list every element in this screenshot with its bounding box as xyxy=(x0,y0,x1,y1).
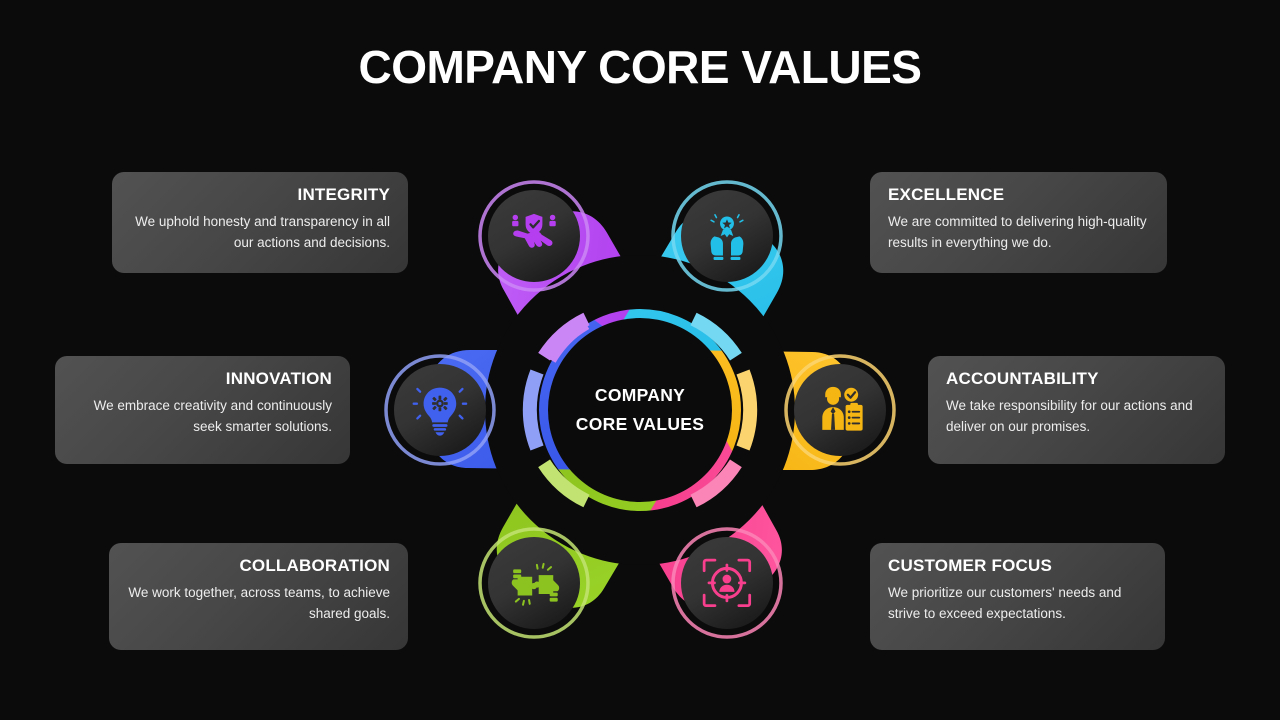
lightbulb-gear-icon xyxy=(412,387,468,436)
core-values-wheel-diagram xyxy=(374,162,906,658)
icon-badge-accountability xyxy=(784,354,896,466)
value-card-title: EXCELLENCE xyxy=(888,185,1005,204)
ring-arc-excellence xyxy=(690,312,742,361)
icon-badge-collaboration xyxy=(478,527,590,639)
badge-ring-innovation xyxy=(384,354,496,466)
handshake-shield-icon xyxy=(512,213,556,248)
page-title: COMPANY CORE VALUES xyxy=(358,41,922,93)
badge-ring-accountability xyxy=(784,354,896,466)
badge-disc-collaboration xyxy=(488,537,580,629)
hands-puzzle-icon xyxy=(511,562,560,606)
person-clipboard-check-icon xyxy=(822,386,863,431)
icon-badge-integrity xyxy=(478,180,590,292)
value-card-title: CUSTOMER FOCUS xyxy=(888,556,1052,575)
ring-arc-integrity xyxy=(538,312,590,361)
value-card-integrity[interactable]: INTEGRITY We uphold honesty and transpar… xyxy=(112,172,408,273)
value-card-description: We embrace creativity and continuously s… xyxy=(93,397,332,434)
ring-arc-innovation xyxy=(522,369,544,451)
value-card-description: We uphold honesty and transparency in al… xyxy=(135,213,390,250)
center-disc xyxy=(548,318,732,502)
badge-ring-excellence xyxy=(671,180,783,292)
value-card-customer-focus[interactable]: CUSTOMER FOCUS We prioritize our custome… xyxy=(870,543,1165,650)
value-card-description: We prioritize our customers' needs and s… xyxy=(888,584,1122,621)
ring-accents xyxy=(522,312,758,508)
icon-badge-innovation xyxy=(384,354,496,466)
badge-ring-collaboration xyxy=(478,527,590,639)
ring-arc-accountability xyxy=(736,369,758,451)
icon-badge-excellence xyxy=(671,180,783,292)
value-card-innovation[interactable]: INNOVATION We embrace creativity and con… xyxy=(55,356,350,464)
value-card-description: We take responsibility for our actions a… xyxy=(946,397,1193,434)
value-card-title: COLLABORATION xyxy=(239,556,390,575)
icon-badge-customer-focus xyxy=(671,527,783,639)
value-card-description: We are committed to delivering high-qual… xyxy=(888,213,1147,250)
target-person-icon xyxy=(702,558,752,608)
value-card-collaboration[interactable]: COLLABORATION We work together, across t… xyxy=(109,543,408,650)
value-card-title: INNOVATION xyxy=(225,369,332,388)
value-card-title: INTEGRITY xyxy=(297,185,390,204)
ring-arc-collaboration xyxy=(538,459,590,508)
badge-ring-integrity xyxy=(478,180,590,292)
hands-award-medal-icon xyxy=(710,213,744,260)
value-card-description: We work together, across teams, to achie… xyxy=(128,584,390,621)
center-ring-mask xyxy=(485,255,795,565)
value-card-title: ACCOUNTABILITY xyxy=(946,369,1099,388)
ring-arc-customer xyxy=(690,459,742,508)
badge-ring-customer-focus xyxy=(671,527,783,639)
value-card-accountability[interactable]: ACCOUNTABILITY We take responsibility fo… xyxy=(928,356,1225,464)
value-card-excellence[interactable]: EXCELLENCE We are committed to deliverin… xyxy=(870,172,1167,273)
